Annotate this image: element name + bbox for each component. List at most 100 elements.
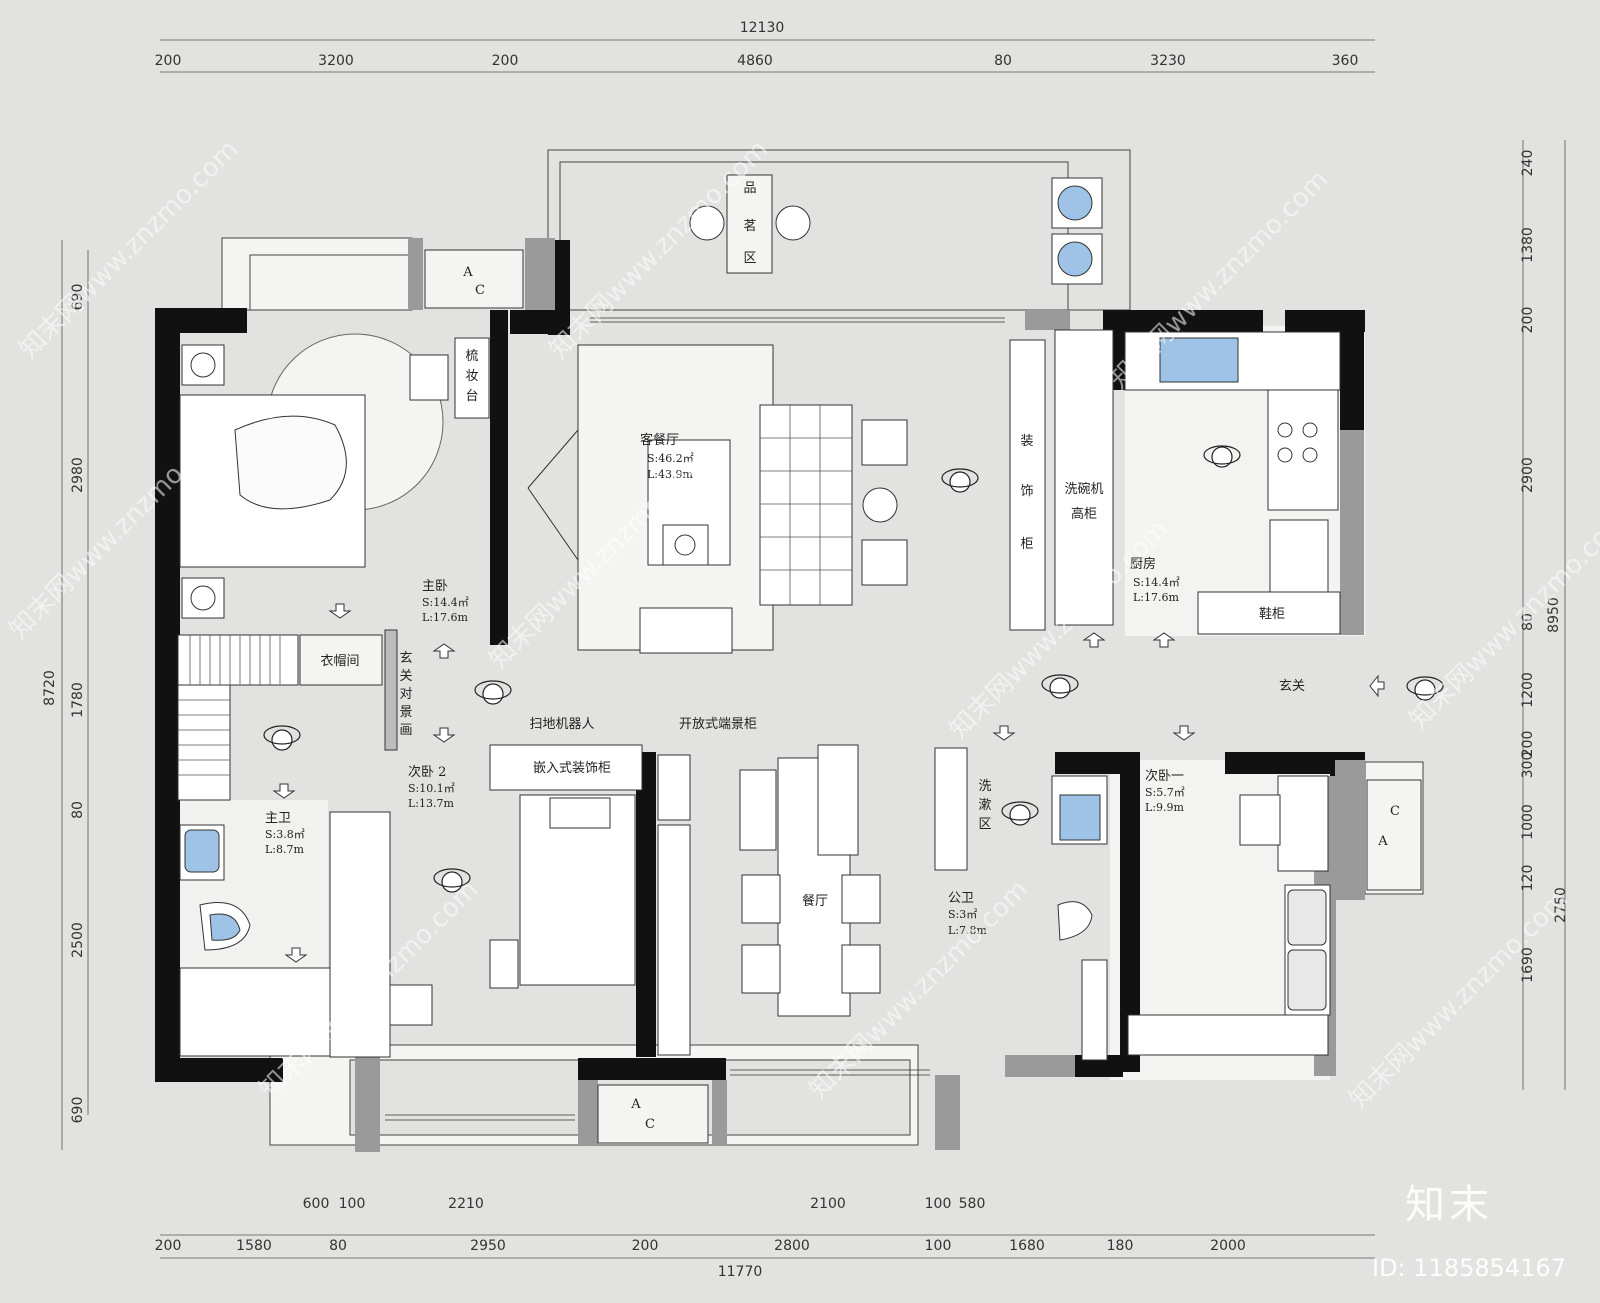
ac-label: C [475,283,485,298]
kitchen-name: 厨房 [1130,556,1156,572]
dim-left-seg: 690 [70,1097,86,1124]
dim-left-seg: 80 [70,801,86,819]
wash-label: 洗 [978,779,991,794]
ac-label: A [630,1097,641,1112]
ac-unit-bottom: A C [597,1084,709,1144]
dim-bottom-seg: 100 [339,1196,366,1212]
embed-cab-label: 嵌入式装饰柜 [533,761,611,776]
open-cabinet: 开放式端景柜 [657,717,757,1056]
foyer-label: 玄关 [1279,679,1305,694]
dim-top-seg: 200 [155,53,182,69]
entry-screen-label: 对 [399,687,412,702]
left-dimensions: 8720 690 2980 1780 80 2500 690 [42,284,86,1124]
dresser-label: 妆 [465,369,478,384]
dim-top-total: 12130 [740,20,785,36]
dim-bottom-seg: 2210 [448,1196,484,1212]
entry-screen-label: 画 [399,723,412,738]
dresser-label: 台 [465,389,478,404]
dishwasher-label: 高柜 [1071,506,1097,522]
dim-bottom-seg: 200 [632,1238,659,1254]
bedroom-1: 次卧一 S:5.7㎡ L:9.9m [1127,768,1331,1056]
tea-label: 茗 [743,219,756,234]
dimension-lines [61,39,1566,1259]
deco-cab-label: 柜 [1020,537,1033,552]
dim-left-seg: 1780 [70,682,86,718]
bedroom-2: 嵌入式装饰柜 次卧 2 S:10.1㎡ L:13.7m 扫地机器人 [389,717,643,1026]
dim-bottom-seg: 100 [925,1196,952,1212]
dim-right-seg: 2900 [1520,457,1536,493]
kitchen-area: S:14.4㎡ [1133,576,1180,589]
dining: 餐厅 [739,744,881,1017]
cloakroom-hanger-lines [178,635,281,776]
sofa-cushion-lines [760,405,852,605]
dim-right-seg: 1380 [1520,227,1536,263]
dim-left-total: 8720 [42,670,58,706]
dim-top-seg: 200 [492,53,519,69]
dim-bottom-seg: 200 [155,1238,182,1254]
tea-label: 区 [743,251,756,266]
dim-right-seg: 300 [1520,752,1536,779]
master-bath-perimeter: L:8.7m [265,843,305,856]
foyer-name: 玄关 [1279,679,1305,694]
arrow-icons [272,603,1385,963]
dresser-label: 梳 [465,349,478,364]
ac-label: C [1390,804,1400,819]
shoe-cab-label: 鞋柜 [1259,606,1285,622]
dim-bottom-seg: 100 [925,1238,952,1254]
image-id: ID: 1185854167 [1372,1254,1566,1282]
dim-right-seg: 1200 [1520,672,1536,708]
dim-bottom-seg: 580 [959,1196,986,1212]
dim-right-seg: 240 [1520,150,1536,177]
entry-screen-label: 景 [399,705,412,720]
bed1-perimeter: L:9.9m [1145,801,1185,814]
ac-label: A [1377,834,1388,849]
deco-cab-label: 装 [1020,434,1033,449]
dim-bottom-seg: 1680 [1009,1238,1045,1254]
dining-label: 餐厅 [802,893,828,909]
living-room-label: 客餐厅 S:46.2㎡ L:43.9m [640,432,694,481]
public-bath-perimeter: L:7.8m [948,924,988,937]
dim-top-seg: 4860 [737,53,773,69]
wash-label: 漱 [978,798,991,813]
public-bath-name: 公卫 [948,891,974,906]
dim-top-seg: 80 [994,53,1012,69]
dim-left-seg: 690 [70,284,86,311]
kitchen-perimeter: L:17.6m [1133,591,1180,604]
washing-machines [1051,177,1103,285]
dim-bottom-seg: 2950 [470,1238,506,1254]
dim-bottom-seg: 1580 [236,1238,272,1254]
wash-area: 洗 漱 区 公卫 S:3㎡ L:7.8m [934,747,1108,1061]
master-bath-area: S:3.8㎡ [265,828,305,841]
bed2-name: 次卧 2 [408,764,446,780]
ac-label: A [462,265,473,280]
dim-right-seg: 2750 [1553,887,1569,923]
ac-unit-top: A C [424,249,524,309]
bed1-name: 次卧一 [1145,768,1184,784]
dim-bottom-seg: 2100 [810,1196,846,1212]
dim-bottom-seg: 80 [329,1238,347,1254]
watermark: 知末网www.znzmo.com [1344,884,1575,1115]
tea-label: 品 [743,181,756,196]
living-room-perimeter: L:43.9m [647,468,694,481]
watermark: 知末网www.znzmo.com [1404,504,1600,735]
window-lines [385,317,1005,1121]
living-room-name: 客餐厅 [640,432,679,448]
dim-top-seg: 3200 [318,53,354,69]
entry-screen-label: 关 [399,669,412,684]
ac-label: C [645,1117,655,1132]
dim-top-seg: 360 [1332,53,1359,69]
dim-bottom-seg: 180 [1107,1238,1134,1254]
living-room-area: S:46.2㎡ [647,452,694,465]
entry-painting: 玄 关 对 景 画 [384,629,413,751]
master-bath-name: 主卫 [265,811,291,826]
person-icons [263,445,1444,893]
master-room-name: 主卧 [422,579,448,594]
bed1-area: S:5.7㎡ [1145,786,1185,799]
dim-bottom-seg: 2000 [1210,1238,1246,1254]
public-bath-area: S:3㎡ [948,908,977,921]
deco-cab-label: 饰 [1020,484,1033,499]
dim-right-seg: 1000 [1520,804,1536,840]
open-cab-label: 开放式端景柜 [679,717,757,732]
dim-left-seg: 2980 [70,457,86,493]
master-bath-label: 主卫 S:3.8㎡ L:8.7m [265,811,305,856]
